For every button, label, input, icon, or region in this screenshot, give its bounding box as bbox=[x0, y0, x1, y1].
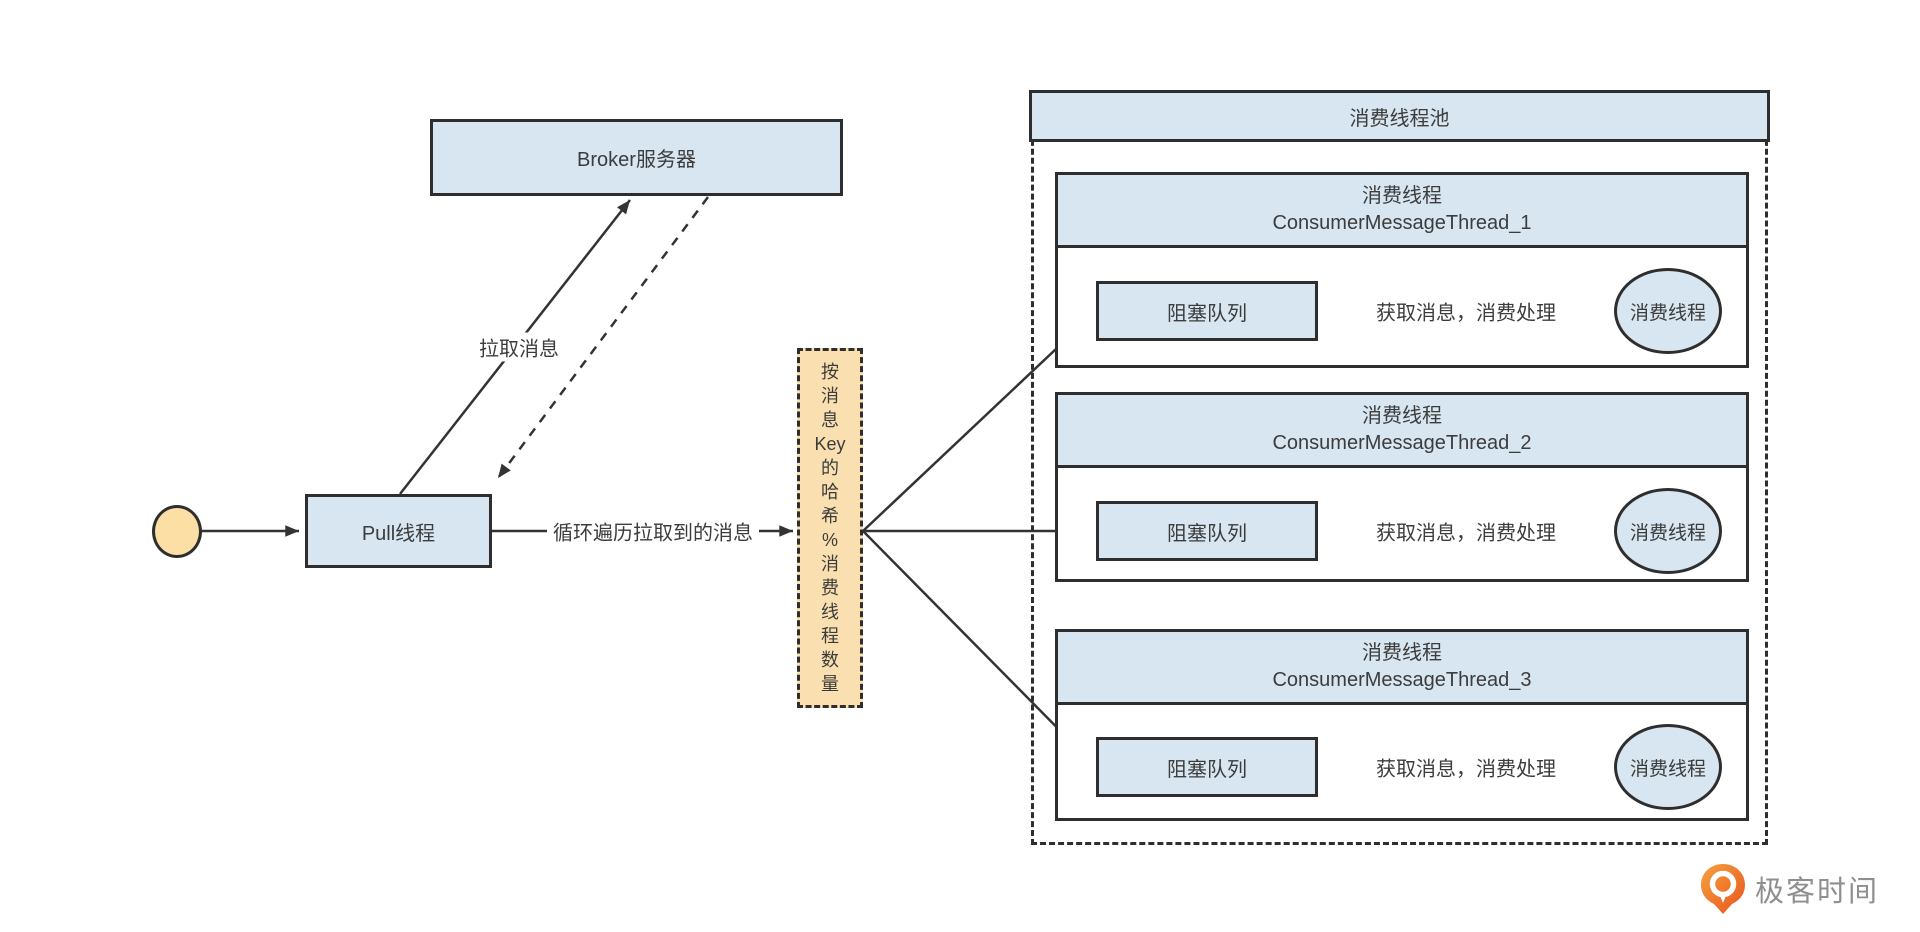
start-node bbox=[152, 505, 202, 558]
consumer-thread-2-label: 消费线程 bbox=[1629, 522, 1706, 544]
edge-hash-to-queue-3 bbox=[862, 530, 1092, 763]
consumer-thread-ellipse-2: 消费线程 bbox=[1614, 488, 1722, 574]
edge-label-fetch-1: 获取消息，消费处理 bbox=[1370, 296, 1562, 326]
edge-broker-to-pull-dashed bbox=[496, 196, 710, 479]
geektime-logo-text: 极客时间 bbox=[1755, 876, 1880, 908]
pull-thread-box: Pull线程 bbox=[305, 494, 492, 568]
blocking-queue-1: 阻塞队列 bbox=[1096, 281, 1318, 341]
pull-thread-label: Pull线程 bbox=[361, 522, 436, 545]
blocking-queue-1-label: 阻塞队列 bbox=[1167, 302, 1247, 325]
consumer-thread-ellipse-3: 消费线程 bbox=[1614, 724, 1722, 810]
consumer-group-3: 消费线程 ConsumerMessageThread_3 bbox=[1055, 629, 1749, 821]
edge-hash-to-queue-1 bbox=[862, 315, 1092, 532]
consumer-group-1-header: 消费线程 ConsumerMessageThread_1 bbox=[1058, 175, 1746, 248]
consumer-group-3-title: 消费线程 bbox=[1362, 642, 1442, 664]
geektime-logo: 极客时间 bbox=[1700, 863, 1879, 915]
geektime-pin-icon bbox=[1701, 864, 1745, 914]
broker-box: Broker服务器 bbox=[430, 119, 843, 196]
consumer-pool-header: 消费线程池 bbox=[1029, 90, 1770, 142]
consumer-thread-ellipse-1: 消费线程 bbox=[1614, 268, 1722, 354]
consumer-group-2-subtitle: ConsumerMessageThread_2 bbox=[1272, 432, 1532, 454]
blocking-queue-3-label: 阻塞队列 bbox=[1167, 758, 1247, 781]
consumer-group-2-header: 消费线程 ConsumerMessageThread_2 bbox=[1058, 395, 1746, 468]
consumer-group-1-subtitle: ConsumerMessageThread_1 bbox=[1272, 212, 1532, 234]
edge-label-fetch-3: 获取消息，消费处理 bbox=[1370, 752, 1562, 782]
blocking-queue-2-label: 阻塞队列 bbox=[1167, 522, 1247, 545]
consumer-group-1-title: 消费线程 bbox=[1362, 185, 1442, 207]
blocking-queue-3: 阻塞队列 bbox=[1096, 737, 1318, 797]
edge-label-pull-message: 拉取消息 bbox=[473, 332, 565, 362]
consumer-group-1: 消费线程 ConsumerMessageThread_1 bbox=[1055, 172, 1749, 368]
consumer-group-2-title: 消费线程 bbox=[1362, 405, 1442, 427]
consumer-thread-1-label: 消费线程 bbox=[1629, 302, 1706, 324]
broker-label: Broker服务器 bbox=[577, 149, 696, 171]
consumer-pool-title: 消费线程池 bbox=[1349, 107, 1450, 130]
consumer-group-3-subtitle: ConsumerMessageThread_3 bbox=[1272, 669, 1532, 691]
edge-label-fetch-2: 获取消息，消费处理 bbox=[1370, 516, 1562, 546]
consumer-thread-3-label: 消费线程 bbox=[1629, 758, 1706, 780]
blocking-queue-2: 阻塞队列 bbox=[1096, 501, 1318, 561]
edge-label-loop-messages: 循环遍历拉取到的消息 bbox=[547, 516, 759, 546]
consumer-group-3-header: 消费线程 ConsumerMessageThread_3 bbox=[1058, 632, 1746, 705]
